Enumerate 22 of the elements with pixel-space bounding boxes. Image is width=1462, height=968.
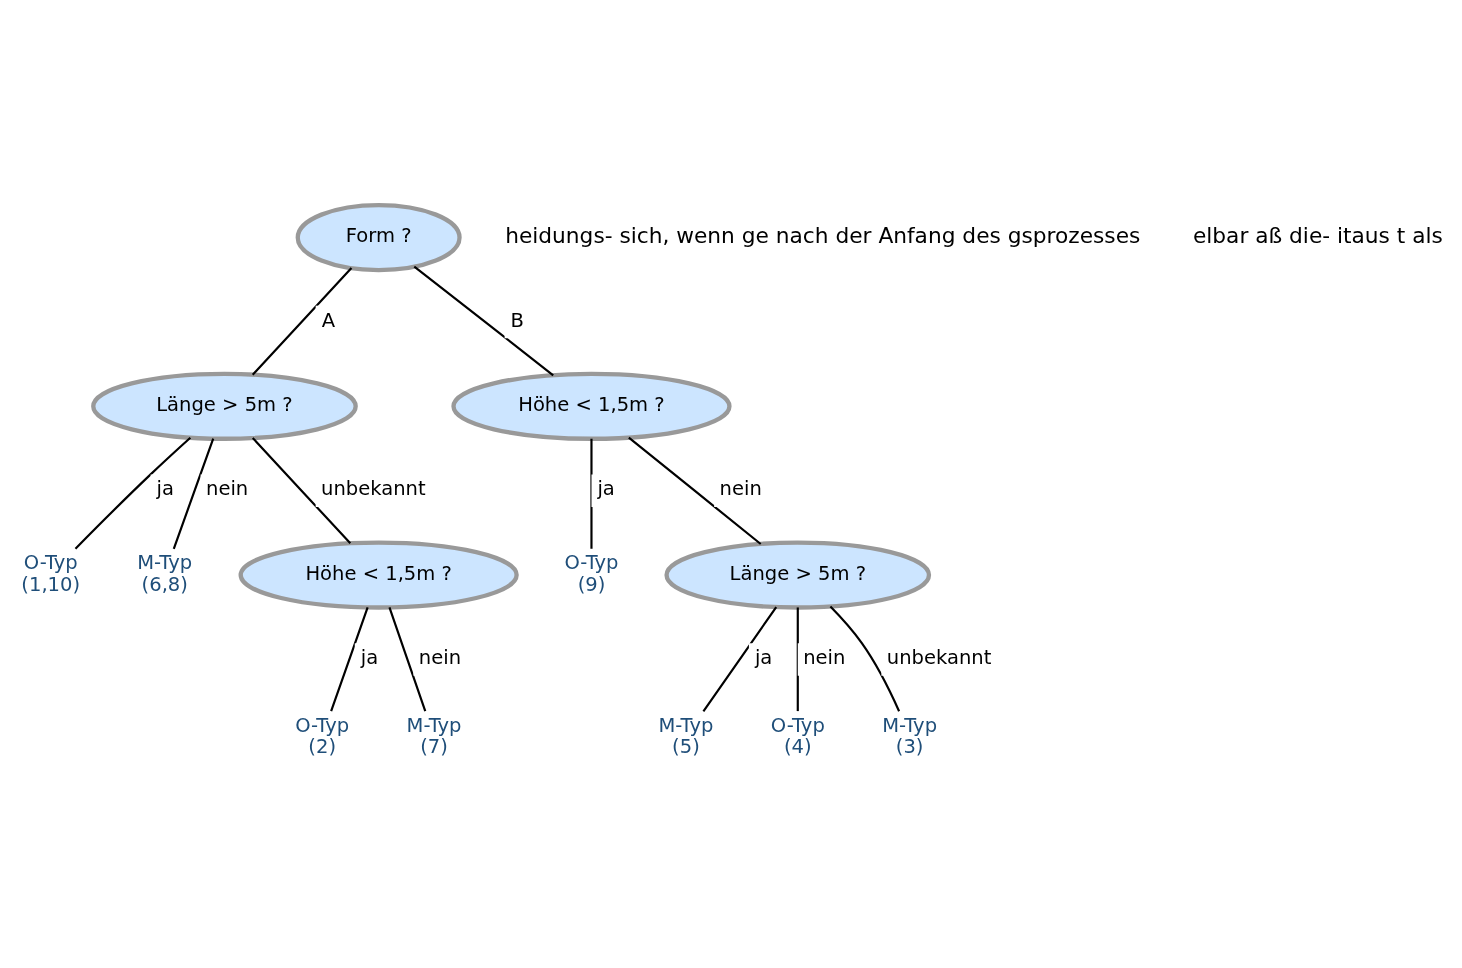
node-text: M-Typ (3) <box>882 713 938 758</box>
edge-label: unbekannt <box>886 645 992 669</box>
node-text: O-Typ (1,10) <box>21 550 81 596</box>
edge-label: nein <box>803 645 846 669</box>
label: heidungs- sich, wenn ge nach der Anfang des gsprozesses <box>505 222 1141 248</box>
node-text: M-Typ (7) <box>406 713 462 758</box>
node-text: O-Typ (2) <box>295 713 350 758</box>
edge-label: nein <box>206 476 249 500</box>
node-text: O-Typ (4) <box>770 713 825 758</box>
node-text: M-Typ (6,8) <box>137 550 193 596</box>
edge-label: ja <box>754 645 773 669</box>
label: elbar aß die- itaus t als <box>1192 222 1443 248</box>
node-text: M-Typ (5) <box>658 713 714 758</box>
edge-label: unbekannt <box>321 476 426 500</box>
edge-label: B <box>510 308 524 332</box>
edge-label: ja <box>360 645 379 669</box>
edge-label: A <box>321 308 336 332</box>
node-text: O-Typ (9) <box>564 550 619 596</box>
edge-label: ja <box>597 476 615 500</box>
edge-label: nein <box>719 476 762 500</box>
edge-label: nein <box>418 645 462 669</box>
edge-label: ja <box>156 476 175 500</box>
